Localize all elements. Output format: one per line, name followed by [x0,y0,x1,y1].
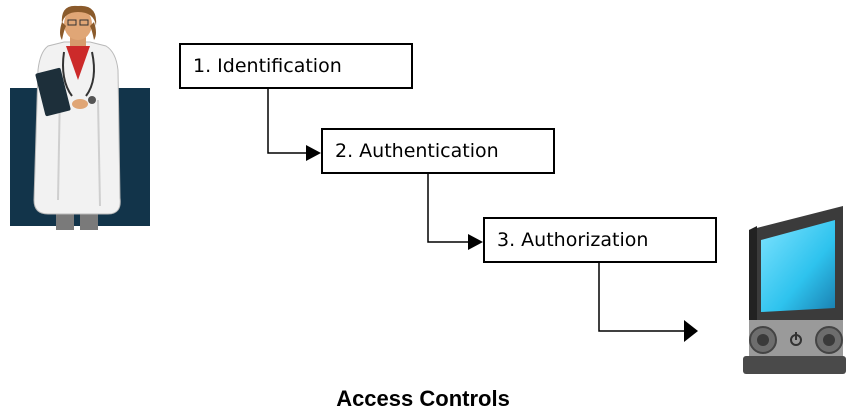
step-authorization-box: 3. Authorization [483,217,717,263]
step-identification-box: 1. Identification [179,43,413,89]
computer-monitor-icon [743,206,846,374]
doctor-icon [10,5,150,230]
arrow-step3-to-computer [598,263,698,342]
diagram-caption: Access Controls [336,386,510,411]
step-label: 3. Authorization [497,228,649,251]
arrow-step2-to-step3 [427,174,483,250]
step-label: 2. Authentication [335,139,499,162]
step-label: 1. Identification [193,54,342,77]
arrow-step1-to-step2 [267,89,321,161]
step-authentication-box: 2. Authentication [321,128,555,174]
